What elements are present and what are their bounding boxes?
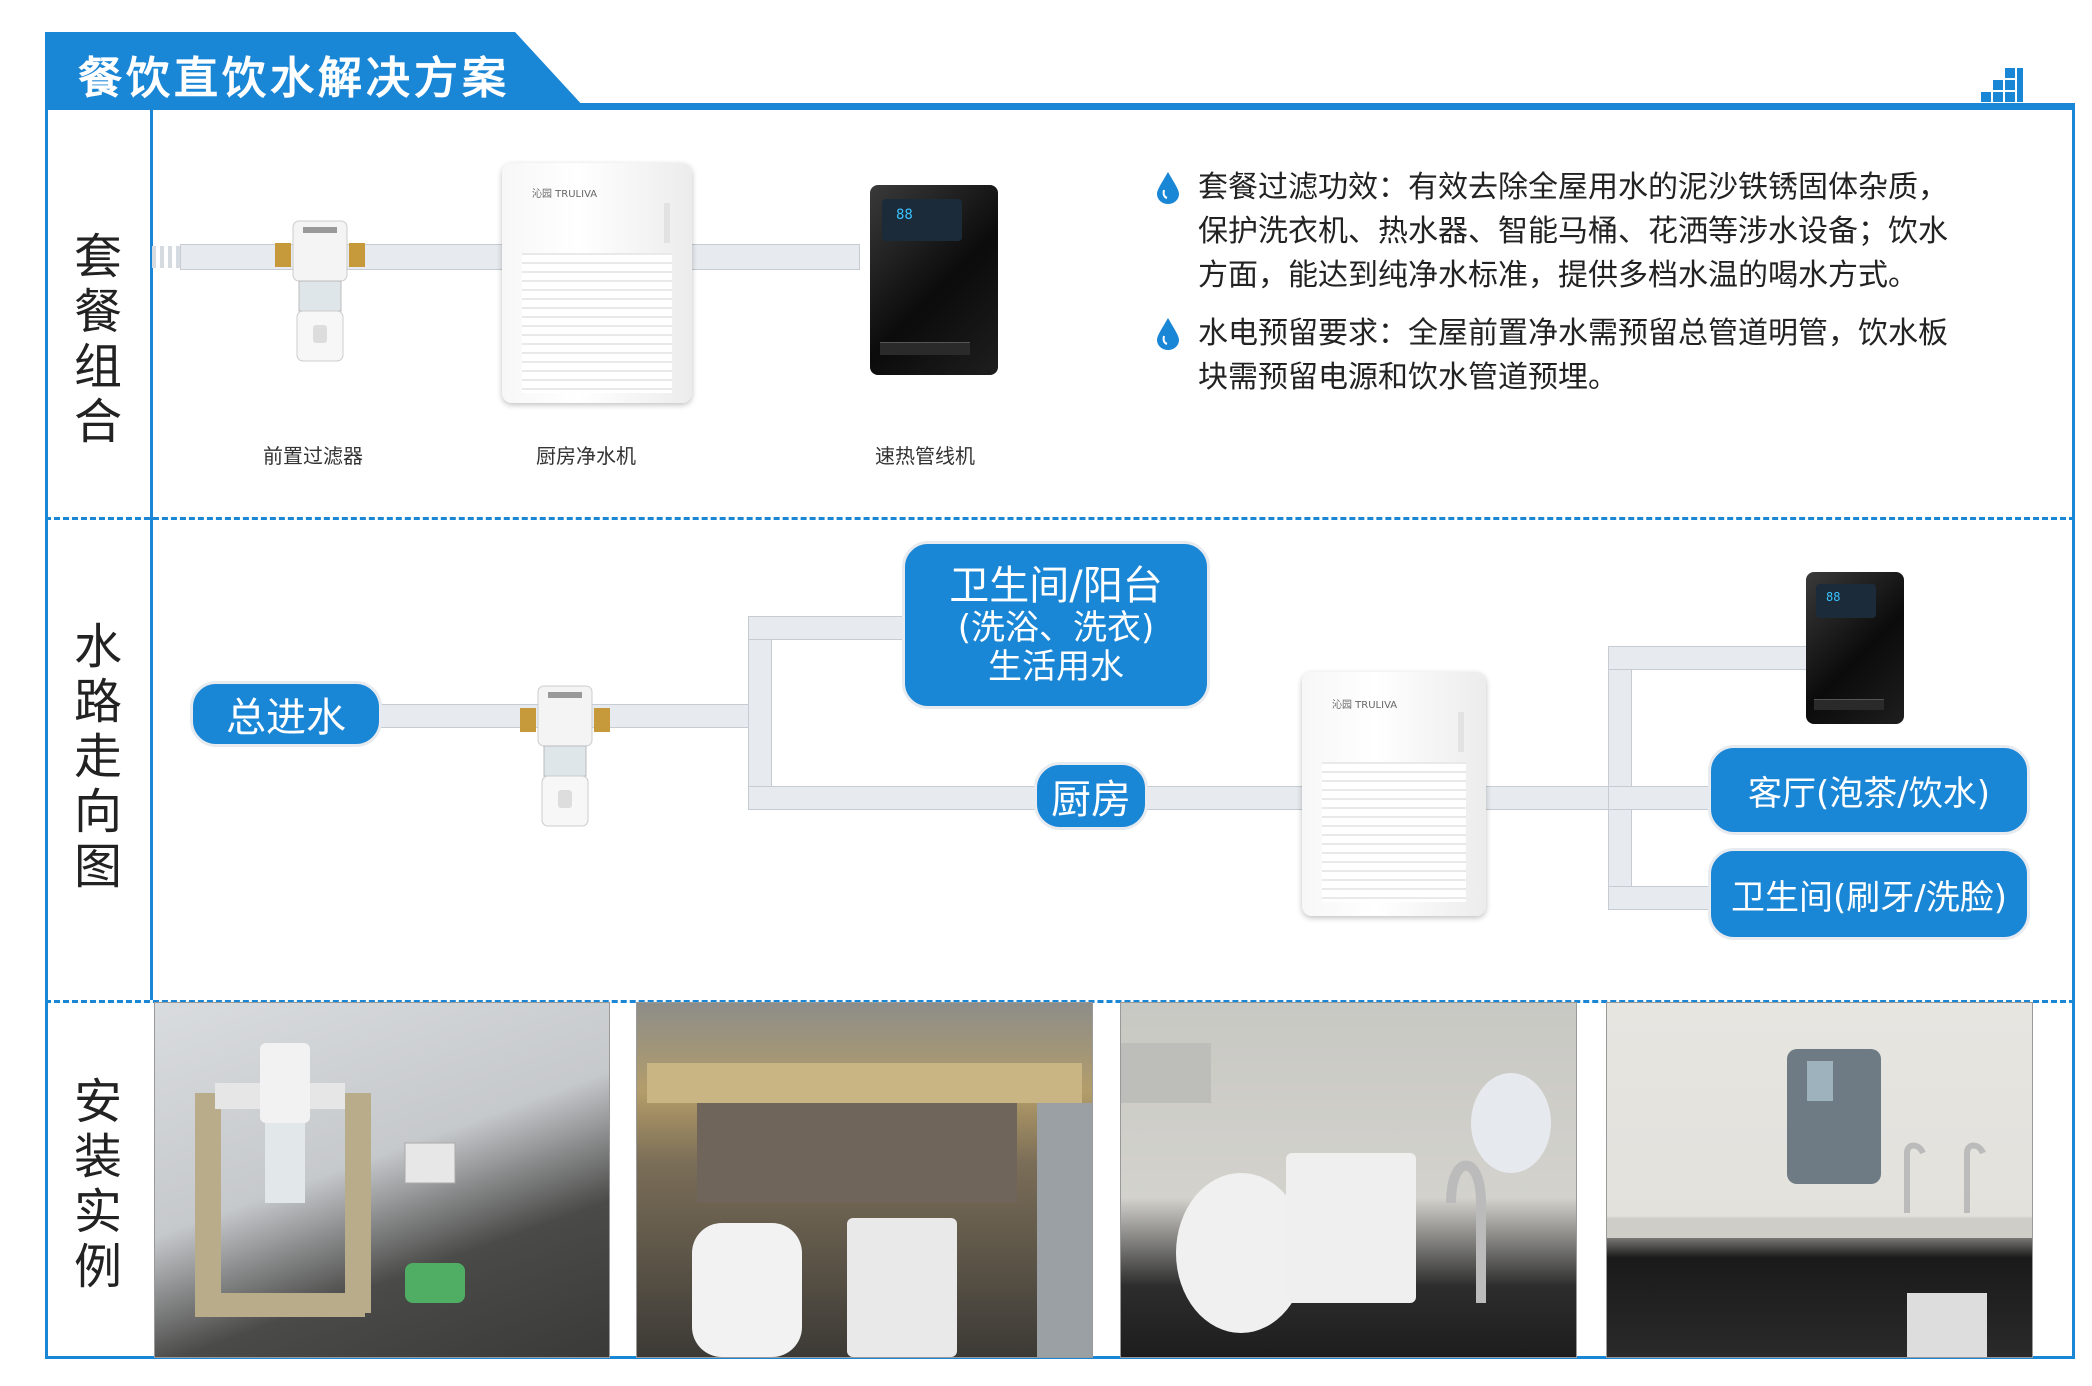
- pill-main-inlet: 总进水: [190, 681, 382, 747]
- row-label-package: 套餐组合: [74, 229, 123, 450]
- pipe-inlet-stub: [152, 244, 182, 270]
- water-drop-icon: [1157, 318, 1179, 350]
- install-photo-wall-heater: [1606, 1002, 2033, 1358]
- pipe-outlet-vertical: [1608, 646, 1632, 910]
- column-divider: [150, 107, 153, 1000]
- instant-heater-image: 88: [870, 185, 998, 375]
- purifier-brand-label: 沁园 TRULIVA: [532, 189, 598, 200]
- install-photo-under-sink: [636, 1002, 1093, 1358]
- water-drop-icon: [1157, 172, 1179, 204]
- title-tab: [45, 32, 585, 108]
- pre-filter-image: [275, 215, 365, 365]
- pre-filter-image: [520, 675, 610, 835]
- install-photo-countertop: [1120, 1002, 1577, 1358]
- bullet-reservation-requirements: 水电预留要求：全屋前置净水需预留总管道明管，饮水板 块需预留电源和饮水管道预埋。: [1198, 316, 1948, 395]
- pipe-to-bathroom: [748, 616, 908, 640]
- bullet-filter-effect: 套餐过滤功效：有效去除全屋用水的泥沙铁锈固体杂质， 保护洗衣机、热水器、智能马桶…: [1198, 170, 1948, 293]
- instant-heater-image: 88: [1806, 572, 1904, 724]
- product-caption: 速热管线机: [875, 444, 975, 468]
- pipe-to-washroom: [1608, 886, 1718, 910]
- product-caption: 厨房净水机: [536, 444, 636, 468]
- kitchen-purifier-image: 沁园 TRULIVA: [1302, 672, 1486, 916]
- row-divider: [45, 517, 2075, 520]
- install-photo-pre-filter: [154, 1002, 610, 1358]
- header-bar: [45, 103, 2075, 109]
- pipe-to-kitchen: [748, 786, 1308, 810]
- pipe-after-purifier: [1480, 786, 1620, 810]
- product-caption: 前置过滤器: [263, 444, 363, 468]
- brand-logo-icon: [1981, 68, 2023, 102]
- pipe-to-living: [1608, 786, 1718, 810]
- pill-bathroom-balcony: 卫生间/阳台 (洗浴、洗衣) 生活用水: [902, 541, 1210, 709]
- row-divider: [45, 1000, 2075, 1003]
- purifier-brand-label: 沁园 TRULIVA: [1332, 700, 1398, 711]
- page-title: 餐饮直饮水解决方案: [78, 53, 510, 104]
- pill-washroom: 卫生间(刷牙/洗脸): [1708, 848, 2030, 940]
- pill-kitchen: 厨房: [1034, 762, 1148, 830]
- row-label-water-route: 水路走向图: [74, 619, 123, 895]
- row-label-install: 安装实例: [74, 1074, 123, 1295]
- kitchen-purifier-image: 沁园 TRULIVA: [502, 163, 692, 403]
- pipe-to-heater: [1608, 646, 1808, 670]
- pill-living-room: 客厅(泡茶/饮水): [1708, 745, 2030, 835]
- pipe-branch-vertical: [748, 616, 772, 806]
